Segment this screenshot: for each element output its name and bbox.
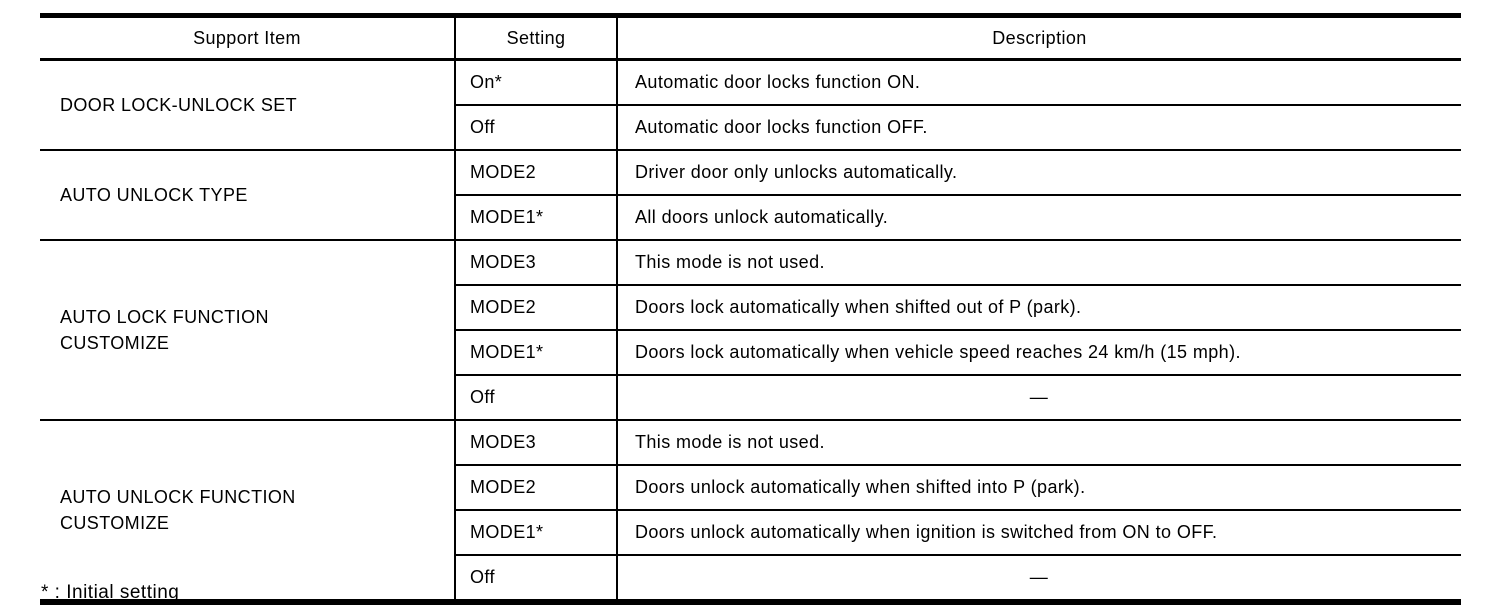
table-row: MODE2 Doors lock automatically when shif…: [40, 284, 1461, 330]
setting-cell: MODE1*: [454, 509, 618, 555]
support-item-cell: AUTO UNLOCK FUNCTION CUSTOMIZE: [40, 419, 455, 602]
support-item-cell: AUTO UNLOCK TYPE: [40, 149, 455, 240]
col-header-setting: Setting: [454, 15, 618, 61]
setting-cell: On*: [454, 58, 618, 105]
door-lock-settings-table: Support Item Setting Description DOOR LO…: [40, 13, 1461, 605]
table-row: Off —: [40, 374, 1461, 420]
description-cell: Driver door only unlocks automatically.: [617, 149, 1461, 195]
footnote-initial-setting: * : Initial setting: [41, 582, 180, 603]
table-row: DOOR LOCK-UNLOCK SET On* Automatic door …: [40, 58, 1461, 150]
description-cell: Doors unlock automatically when shifted …: [617, 464, 1461, 510]
setting-cell: MODE2: [454, 464, 618, 510]
support-item-cell: AUTO LOCK FUNCTION CUSTOMIZE: [40, 239, 455, 420]
description-cell: This mode is not used.: [617, 419, 1461, 465]
table-row: MODE2 Doors unlock automatically when sh…: [40, 464, 1461, 510]
setting-cell: Off: [454, 554, 618, 602]
table-row: MODE1* All doors unlock automatically.: [40, 194, 1461, 240]
description-cell: All doors unlock automatically.: [617, 194, 1461, 240]
table-row: AUTO LOCK FUNCTION CUSTOMIZE MODE3 This …: [40, 239, 1461, 420]
table-row: AUTO UNLOCK FUNCTION CUSTOMIZE MODE3 Thi…: [40, 419, 1461, 602]
table-row: MODE1* Doors unlock automatically when i…: [40, 509, 1461, 555]
table-row: Off Automatic door locks function OFF.: [40, 104, 1461, 150]
description-cell: Automatic door locks function OFF.: [617, 104, 1461, 150]
description-cell: This mode is not used.: [617, 239, 1461, 285]
table-header-row: Support Item Setting Description: [40, 15, 1461, 61]
description-cell: Automatic door locks function ON.: [617, 58, 1461, 105]
description-cell: Doors lock automatically when shifted ou…: [617, 284, 1461, 330]
setting-cell: MODE3: [454, 419, 618, 465]
description-cell: —: [617, 554, 1461, 602]
table-row: AUTO UNLOCK TYPE MODE2 Driver door only …: [40, 149, 1461, 240]
setting-cell: MODE3: [454, 239, 618, 285]
description-cell: Doors lock automatically when vehicle sp…: [617, 329, 1461, 375]
table-row: Off —: [40, 554, 1461, 602]
setting-cell: MODE1*: [454, 329, 618, 375]
setting-cell: Off: [454, 104, 618, 150]
description-cell: Doors unlock automatically when ignition…: [617, 509, 1461, 555]
setting-cell: MODE2: [454, 149, 618, 195]
table-row: MODE1* Doors lock automatically when veh…: [40, 329, 1461, 375]
setting-cell: Off: [454, 374, 618, 420]
support-item-cell: DOOR LOCK-UNLOCK SET: [40, 58, 455, 150]
setting-cell: MODE2: [454, 284, 618, 330]
description-cell: —: [617, 374, 1461, 420]
col-header-support-item: Support Item: [40, 15, 455, 61]
col-header-description: Description: [617, 15, 1461, 61]
setting-cell: MODE1*: [454, 194, 618, 240]
